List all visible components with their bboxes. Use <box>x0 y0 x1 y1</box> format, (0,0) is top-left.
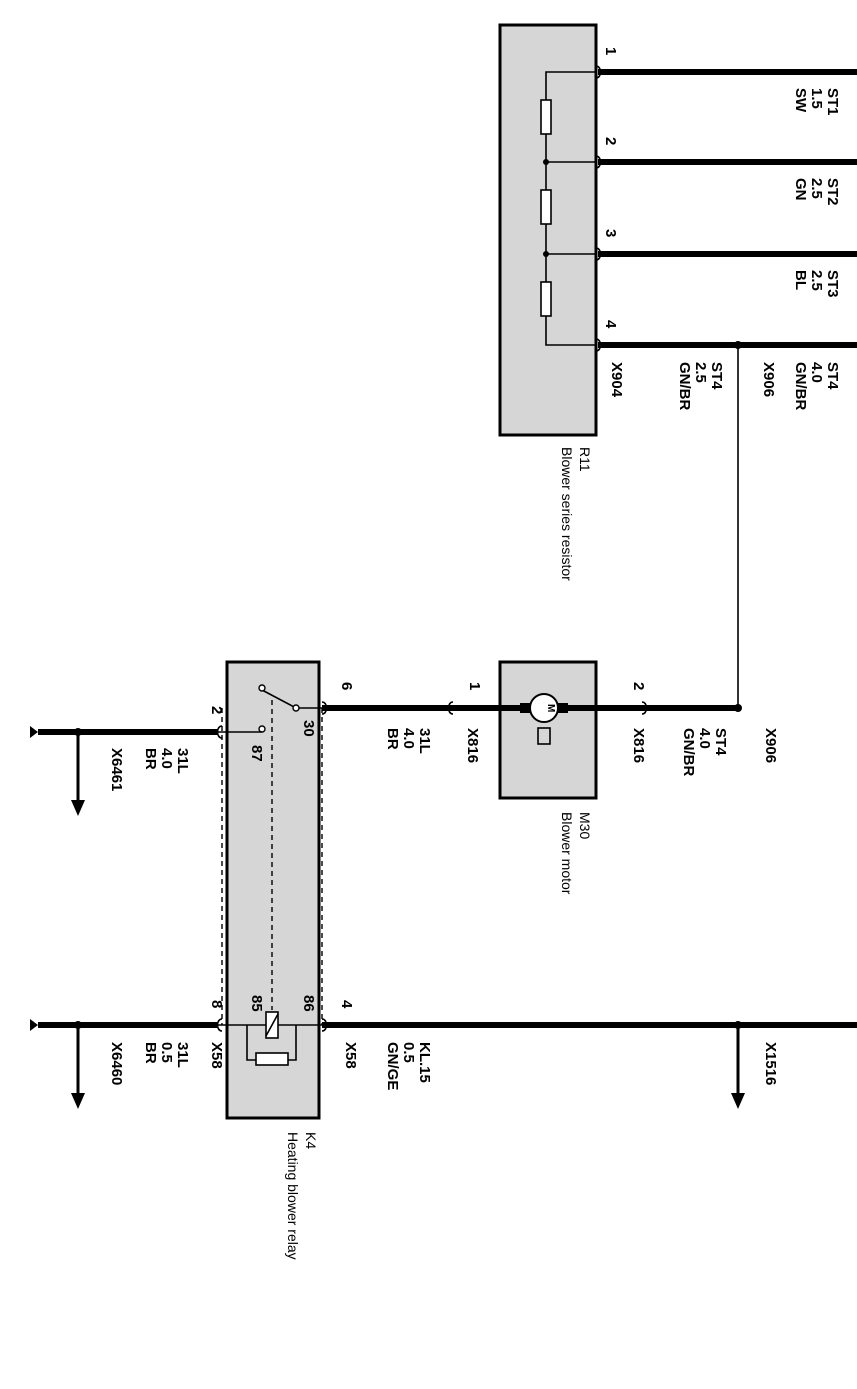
motor-suppressor-icon <box>537 727 551 745</box>
component-name: Blower motor <box>559 812 575 895</box>
wire-color-label: SW <box>792 88 809 113</box>
component-id: K4 <box>303 1132 319 1149</box>
wire-circuit-label: 31L <box>174 748 191 774</box>
r11-pin-label: 4 <box>602 320 619 329</box>
wire-color-label: BR <box>142 1042 159 1064</box>
component-name: Blower series resistor <box>559 447 575 581</box>
m30-pin-label: 1 <box>466 682 483 690</box>
motor-brush-right-icon <box>558 703 568 713</box>
connector-label: X816 <box>630 728 647 763</box>
r11-junction <box>543 251 549 257</box>
wire-end-left-icon <box>30 1019 38 1031</box>
wire-circuit-label: ST3 <box>824 270 841 298</box>
connector-label: X904 <box>608 362 625 398</box>
k4-box <box>225 660 321 1120</box>
r11-junction <box>543 159 549 165</box>
relay-resistor-icon <box>255 1052 289 1066</box>
k4-component <box>216 660 328 1120</box>
r11-pin-label: 1 <box>602 47 619 55</box>
wire-gauge-label: 4.0 <box>400 728 417 749</box>
m30-box <box>498 660 598 800</box>
relay-terminal-label: 86 <box>300 995 317 1012</box>
wire-gauge-label: 0.5 <box>158 1042 175 1063</box>
wire-circuit-label: 31L <box>416 728 433 754</box>
wire-circuit-label: 31L <box>174 1042 191 1068</box>
wire-color-label: BR <box>142 748 159 770</box>
r11-pin-terminals <box>595 65 602 352</box>
wire-gauge-label: 2.5 <box>692 362 709 383</box>
relay-contact <box>258 684 266 692</box>
m30-component <box>447 660 738 800</box>
wire-color-label: GN/BR <box>676 362 693 411</box>
relay-terminal-label: 87 <box>248 745 265 762</box>
k4-pin-label: 6 <box>338 682 355 690</box>
k4-pin-label: 2 <box>208 706 225 714</box>
connector-label: X6461 <box>108 748 125 791</box>
wire-color-label: BR <box>384 728 401 750</box>
r11-box <box>498 23 598 437</box>
component-name: Heating blower relay <box>285 1132 301 1260</box>
connector-label: X58 <box>342 1042 359 1069</box>
wire-gauge-label: 4.0 <box>696 728 713 749</box>
arrow-down-icon <box>731 1093 745 1109</box>
wire-color-label: GN/GE <box>384 1042 401 1090</box>
r11-pin-label: 3 <box>602 229 619 237</box>
arrow-down-icon <box>71 1093 85 1109</box>
relay-contact-30 <box>292 704 300 712</box>
connector-label: X6460 <box>108 1042 125 1085</box>
kl15-wire <box>322 1021 857 1109</box>
relay-terminal-label: 30 <box>300 720 317 737</box>
motor-brush-left-icon <box>520 703 530 713</box>
wire-gauge-label: 4.0 <box>158 748 175 769</box>
wire-end-left-icon <box>30 726 38 738</box>
wire-circuit-label: ST1 <box>824 88 841 116</box>
connector-label: X906 <box>762 728 779 763</box>
wire-color-label: GN <box>792 178 809 201</box>
connector-label: X1516 <box>762 1042 779 1085</box>
wire-circuit-label: ST4 <box>712 728 729 756</box>
wire-circuit-label: KL.15 <box>416 1042 433 1083</box>
relay-coil-slash <box>265 1013 279 1037</box>
wire-gauge-label: 2.5 <box>808 270 825 291</box>
wire-gauge-label: 2.5 <box>808 178 825 199</box>
wire-color-label: GN/BR <box>680 728 697 777</box>
motor-symbol: M <box>545 704 556 712</box>
relay-contact-87 <box>258 725 266 733</box>
wire-circuit-label: ST2 <box>824 178 841 206</box>
connector-label: X58 <box>208 1042 225 1069</box>
r11-resistor-2 <box>540 189 552 225</box>
component-id: M30 <box>577 812 593 839</box>
relay-terminal-label: 85 <box>248 995 265 1012</box>
k4-connector-dashes <box>221 708 323 1025</box>
r11-resistor-1 <box>540 99 552 135</box>
wire-color-label: GN/BR <box>792 362 809 411</box>
r11-pin-label: 2 <box>602 137 619 145</box>
wire-color-label: BL <box>792 270 809 290</box>
m30-pin-label: 2 <box>630 682 647 690</box>
wire-circuit-label: ST4 <box>824 362 841 390</box>
k4-pin-label: 8 <box>208 1000 225 1008</box>
wire-circuit-label: ST4 <box>708 362 725 390</box>
r11-wires <box>595 65 857 712</box>
component-id: R11 <box>577 447 593 472</box>
connector-label: X816 <box>464 728 481 763</box>
ground-wires <box>30 726 218 1109</box>
k4-pin-label: 4 <box>338 1000 355 1009</box>
arrow-down-icon <box>71 800 85 816</box>
wire-gauge-label: 1.5 <box>808 88 825 109</box>
r11-resistor-3 <box>540 281 552 317</box>
r11-component <box>498 23 598 437</box>
wire-gauge-label: 4.0 <box>808 362 825 383</box>
wire-gauge-label: 0.5 <box>400 1042 417 1063</box>
connector-label: X906 <box>760 362 777 397</box>
